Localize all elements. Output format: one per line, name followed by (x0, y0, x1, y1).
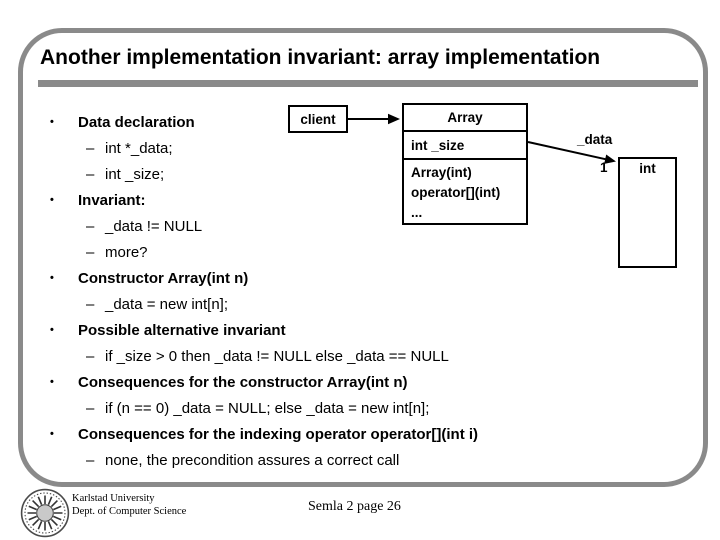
sub-bullet-text: if _size > 0 then _data != NULL else _da… (105, 347, 449, 365)
title-divider-rule (38, 80, 698, 87)
bullet-dot: • (50, 324, 54, 336)
bullet-item: • Consequences for the constructor Array(… (0, 369, 720, 395)
int-box-label: int (639, 161, 656, 176)
client-box: client (288, 105, 348, 133)
bullet-dot: • (50, 428, 54, 440)
array-class-name: Array (404, 105, 526, 132)
sub-bullet-text: more? (105, 243, 148, 261)
int-array-box: int (618, 157, 677, 268)
dash-marker: – (86, 243, 95, 261)
institution-dept: Dept. of Computer Science (72, 506, 187, 517)
sub-bullet-item: –_data = new int[n]; (0, 291, 720, 317)
bullet-item: • Data declaration (0, 109, 720, 135)
bullet-text: Invariant: (78, 191, 146, 209)
bullet-text: Consequences for the constructor Array(i… (78, 373, 408, 391)
bullet-list: •Data declaration –int *_data; –int _siz… (0, 109, 720, 473)
sub-bullet-item: –if _size > 0 then _data != NULL else _d… (0, 343, 720, 369)
sub-bullet-item: –int _size; (0, 161, 720, 187)
bullet-text: Possible alternative invariant (78, 321, 286, 339)
slide-title: Another implementation invariant: array … (40, 46, 601, 69)
sub-bullet-text: _data != NULL (105, 217, 203, 235)
university-seal-logo (20, 488, 70, 538)
footer-page-label: Semla 2 page 26 (308, 499, 401, 514)
bullet-item: • Constructor Array(int n) (0, 265, 720, 291)
data-pointer-label: _data (577, 132, 613, 147)
bullet-item: • Possible alternative invariant (0, 317, 720, 343)
dash-marker: – (86, 399, 95, 417)
dash-marker: – (86, 451, 95, 469)
sub-bullet-item: –_data != NULL (0, 213, 720, 239)
array-class-attribute: int _size (404, 132, 526, 160)
bullet-text: Consequences for the indexing operator o… (78, 425, 479, 443)
bullet-text: Data declaration (78, 113, 195, 131)
sub-bullet-text: int *_data; (105, 139, 173, 157)
sub-bullet-text: _data = new int[n]; (105, 295, 229, 313)
multiplicity-label: 1 (600, 160, 608, 175)
dash-marker: – (86, 217, 95, 235)
sub-bullet-text: if (n == 0) _data = NULL; else _data = n… (105, 399, 430, 417)
array-class-box: Array int _size Array(int) operator[](in… (402, 103, 528, 225)
sub-bullet-text: int _size; (105, 165, 165, 183)
array-method-ellipsis: ... (411, 205, 423, 220)
sub-bullet-item: –more? (0, 239, 720, 265)
array-method: operator[](int) (411, 185, 501, 200)
slide-frame (18, 28, 708, 487)
sub-bullet-item: –int *_data; (0, 135, 720, 161)
institution-name: Karlstad University (72, 493, 155, 504)
dash-marker: – (86, 347, 95, 365)
dash-marker: – (86, 139, 95, 157)
seal-rays (27, 495, 63, 531)
bullet-dot: • (50, 376, 54, 388)
bullet-dot: • (50, 272, 54, 284)
array-class-methods: Array(int) operator[](int) ... (404, 160, 526, 223)
client-label: client (300, 111, 336, 127)
sub-bullet-text: none, the precondition assures a correct… (105, 451, 400, 469)
array-method: Array(int) (411, 165, 472, 180)
footer-institution: Karlstad University Dept. of Computer Sc… (72, 492, 186, 518)
dash-marker: – (86, 295, 95, 313)
bullet-dot: • (50, 194, 54, 206)
bullet-item: • Invariant: (0, 187, 720, 213)
sub-bullet-item: –none, the precondition assures a correc… (0, 447, 720, 473)
bullet-dot: • (50, 116, 54, 128)
bullet-item: • Consequences for the indexing operator … (0, 421, 720, 447)
bullet-text: Constructor Array(int n) (78, 269, 249, 287)
sub-bullet-item: –if (n == 0) _data = NULL; else _data = … (0, 395, 720, 421)
dash-marker: – (86, 165, 95, 183)
